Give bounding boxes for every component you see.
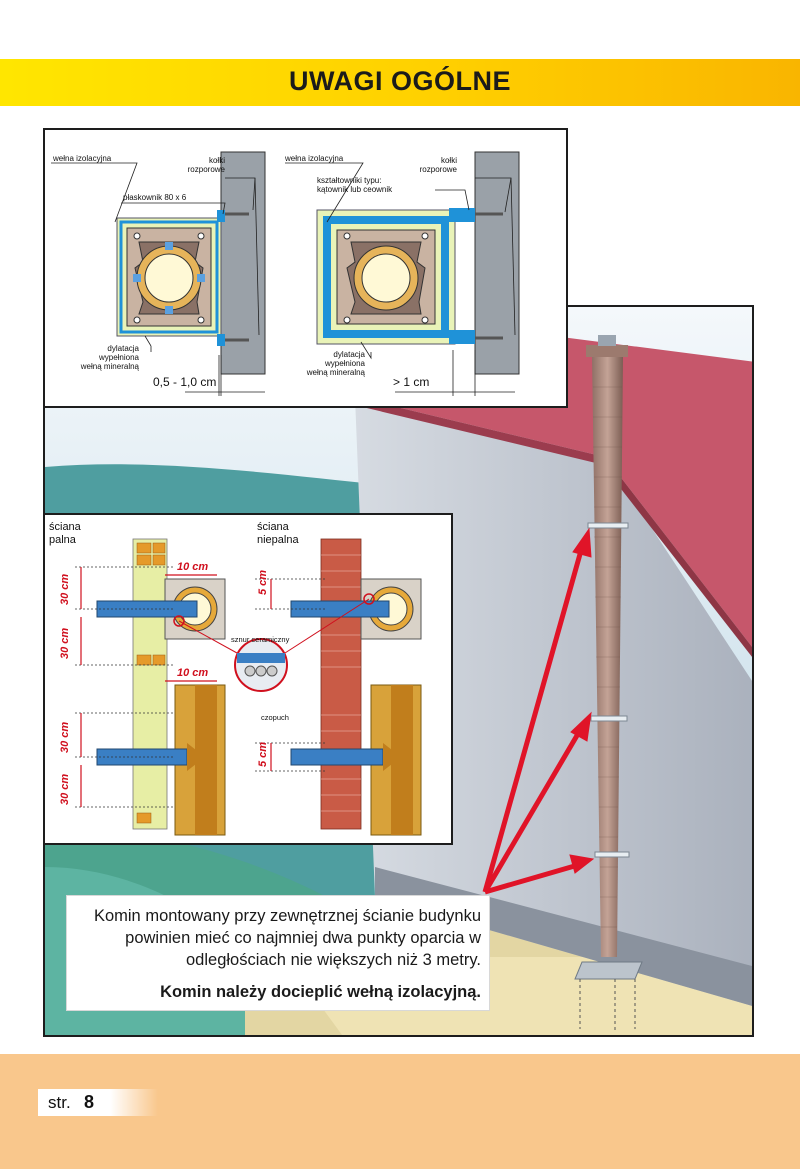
label-wool-right: wełna izolacyjna (285, 154, 344, 163)
label-flat-bar: płaskownik 80 x 6 (123, 193, 187, 202)
base-plate (574, 961, 643, 980)
label-wool-left: wełna izolacyjna (53, 154, 112, 163)
label-connector: czopuch (261, 713, 289, 722)
label-dilation-right-1: dylatacja (333, 350, 365, 359)
label-dist-5-bottom: 5 cm (257, 741, 269, 767)
fixing-diagram-panel: wełna izolacyjna kołki rozporowe płaskow… (43, 128, 568, 408)
label-wall-flammable-2: palna (49, 534, 76, 546)
page-prefix: str. (48, 1093, 71, 1112)
label-dist-30-d: 30 cm (59, 773, 71, 805)
page-number: 8 (84, 1092, 95, 1112)
fixing-diagram (51, 151, 520, 396)
label-dilation-left-2: wypełniona (98, 353, 139, 362)
label-dist-10-bottom: 10 cm (177, 667, 209, 679)
label-dist-30-b: 30 cm (59, 627, 71, 659)
label-dist-30-a: 30 cm (59, 573, 71, 605)
note-box: Komin montowany przy zewnętrznej ścianie… (66, 895, 490, 1011)
support-arrows (482, 527, 595, 895)
label-dowels-left-1: kołki (208, 156, 225, 165)
label-dilation-left-3: wełną mineralną (80, 362, 139, 371)
label-dist-5-top: 5 cm (257, 569, 269, 595)
wall-distance-diagram (75, 538, 422, 836)
label-gap-right: > 1 cm (393, 375, 430, 389)
chimney-cap (586, 345, 628, 357)
label-angles-2: kątownik lub ceownik (317, 185, 393, 194)
label-dilation-right-3: wełną mineralną (306, 368, 365, 377)
wall-distance-panel: ściana palna ściana niepalna 10 cm 10 cm… (43, 513, 453, 845)
label-gap-left: 0,5 - 1,0 cm (153, 375, 217, 389)
label-dilation-right-2: wypełniona (324, 359, 365, 368)
label-dowels-left-2: rozporowe (187, 165, 225, 174)
wall-bracket (587, 522, 629, 529)
wall-bracket (594, 851, 630, 858)
label-dist-10-top: 10 cm (177, 561, 209, 573)
label-angles-1: kształtowniki typu: (317, 176, 382, 185)
wall-bracket (590, 715, 628, 722)
page-title: UWAGI OGÓLNE (289, 66, 511, 96)
label-wall-flammable-1: ściana (49, 521, 81, 533)
label-wall-nonflammable-1: ściana (257, 521, 289, 533)
page-number-tag: str. 8 (38, 1089, 158, 1116)
label-ceramic-cord: sznur ceramiczny (231, 635, 290, 644)
note-body: Komin montowany przy zewnętrznej ścianie… (93, 907, 481, 969)
house-wall (355, 397, 752, 1006)
label-dist-30-c: 30 cm (59, 721, 71, 753)
label-dowels-right-2: rozporowe (419, 165, 457, 174)
label-dowels-right-1: kołki (440, 156, 457, 165)
label-dilation-left-1: dylatacja (107, 344, 139, 353)
note-emphasis: Komin należy docieplić wełną izolacyjną. (160, 983, 481, 1001)
title-band: UWAGI OGÓLNE (0, 59, 800, 106)
label-wall-nonflammable-2: niepalna (257, 534, 299, 546)
